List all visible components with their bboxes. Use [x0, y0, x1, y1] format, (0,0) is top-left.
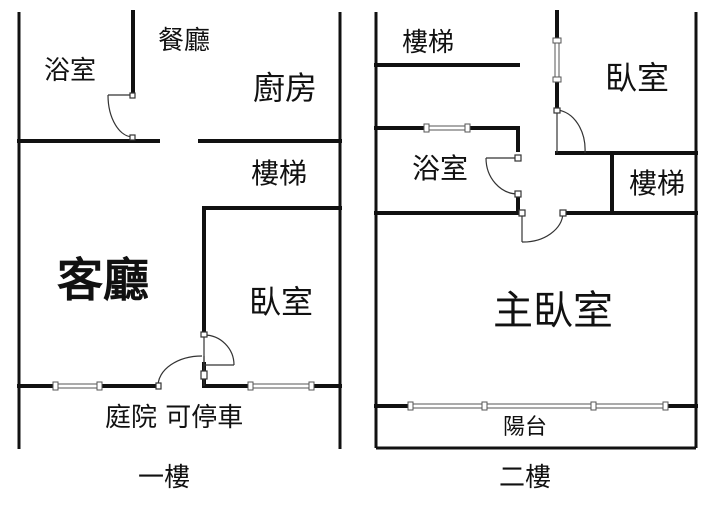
floor2-bathroom-label: 浴室: [412, 152, 469, 185]
floor1-bedroom-label: 臥室: [249, 283, 314, 321]
floor2-master-bedroom-label: 主臥室: [493, 288, 613, 334]
floor2-outer-walls: [374, 12, 698, 450]
floor2-stairs-right-label: 樓梯: [629, 167, 686, 200]
floor2-doors: [485, 107, 586, 243]
floor2-bedroom-label: 臥室: [605, 59, 670, 97]
floor1-stairs-label: 樓梯: [251, 157, 308, 190]
floor1-kitchen-label: 廚房: [253, 69, 318, 107]
floor1-bathroom-label: 浴室: [44, 56, 97, 86]
floor1-caption: 一樓: [138, 463, 191, 493]
floor2-windows: [407, 37, 669, 411]
floor1-windows: [52, 381, 315, 391]
floor2-plan: [374, 10, 698, 450]
floor1-outer-walls: [17, 12, 342, 449]
floor1-dining-label: 餐廳: [158, 26, 211, 56]
floor2-stairs-top-label: 樓梯: [402, 28, 455, 58]
floor2-caption: 二樓: [499, 463, 552, 493]
floor2-balcony-label: 陽台: [503, 415, 548, 440]
floor1-plan: [17, 10, 342, 449]
floor1-living-room-label: 客廳: [57, 253, 149, 307]
floor1-courtyard-label: 庭院 可停車: [105, 403, 244, 433]
floor1-doors: [107, 92, 235, 390]
